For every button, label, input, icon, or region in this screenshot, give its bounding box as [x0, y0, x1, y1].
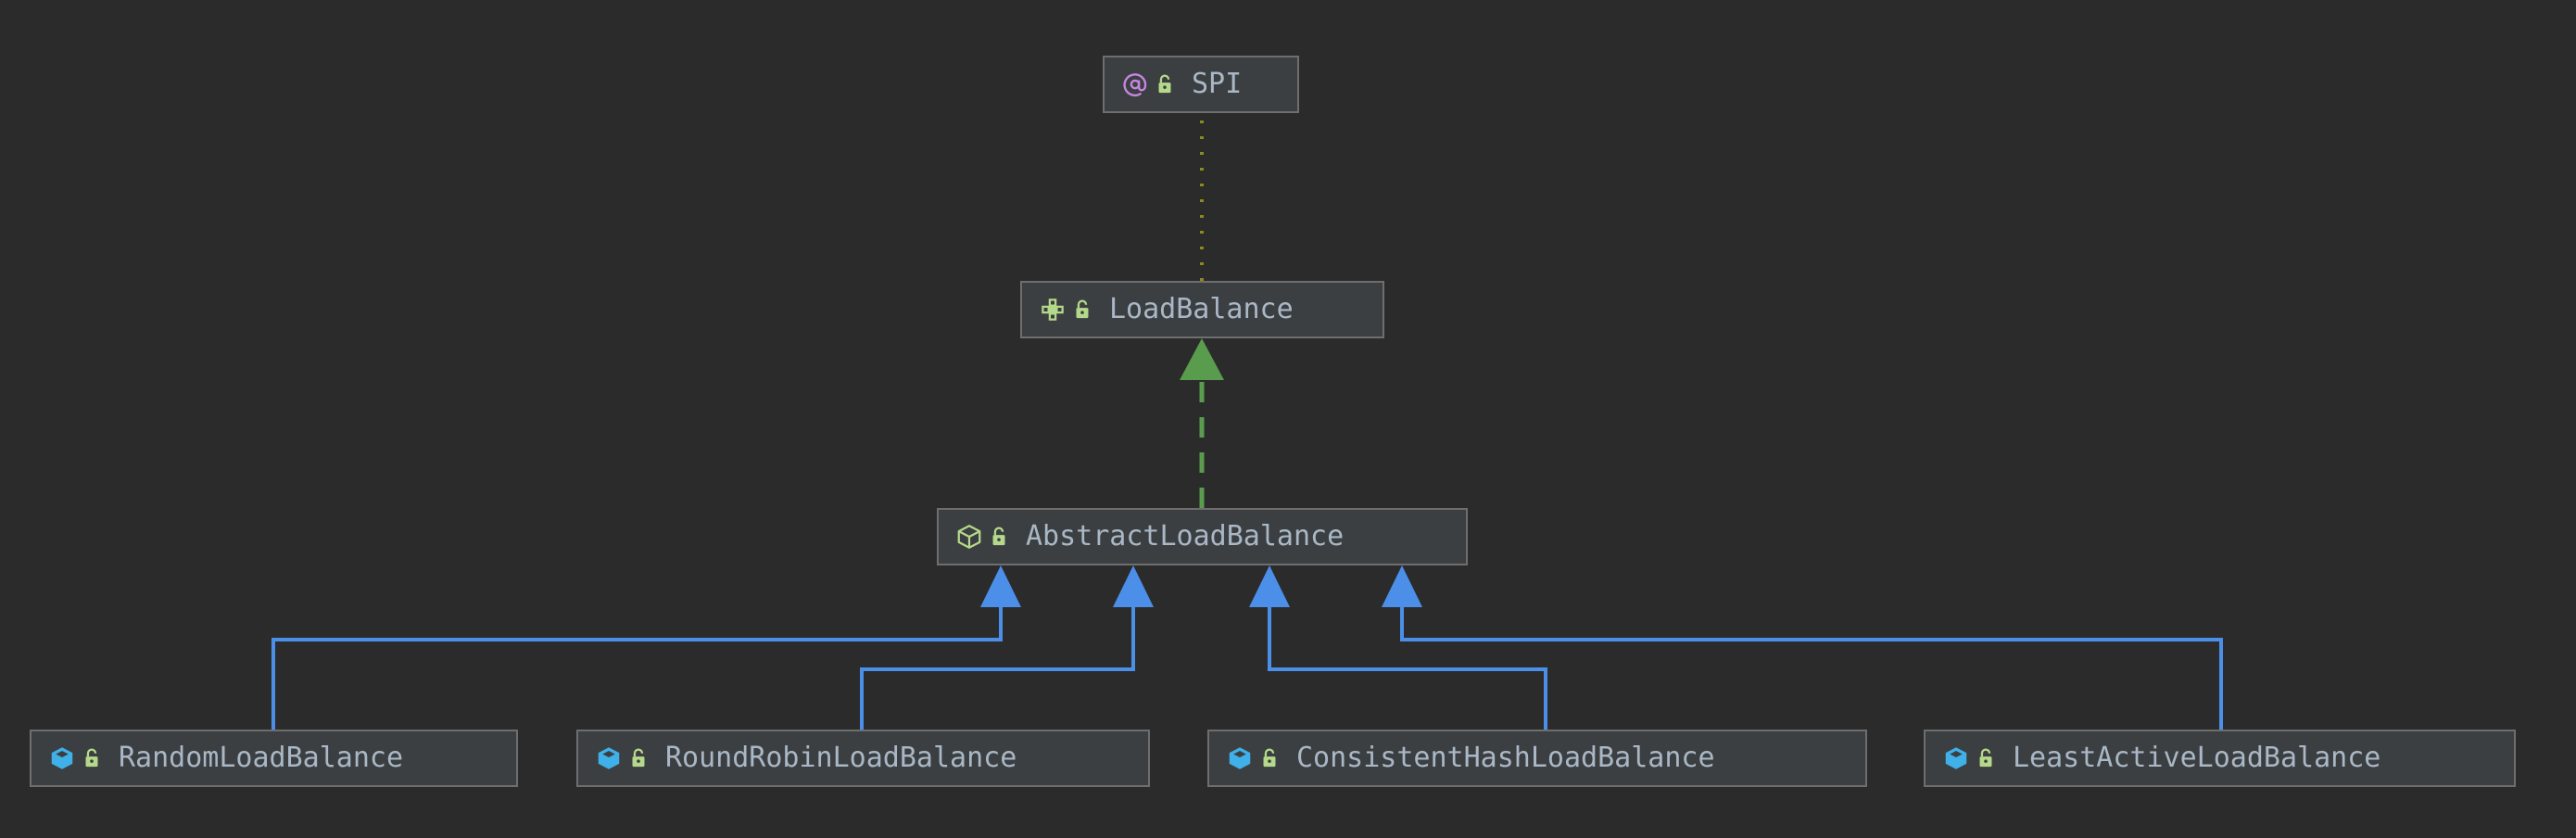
- lock-public-icon: [1976, 746, 1996, 770]
- node-loadbalance[interactable]: LoadBalance: [1020, 281, 1384, 338]
- edge-leastactive-to-abstract: [1400, 603, 2223, 730]
- annotation-at-icon: [1121, 70, 1149, 98]
- class-cube-icon: [1942, 744, 1970, 772]
- arrowhead-random-to-abstract: [980, 565, 1021, 607]
- node-consistenthashloadbalance[interactable]: ConsistentHashLoadBalance: [1207, 730, 1867, 787]
- node-label: ConsistentHashLoadBalance: [1296, 742, 1715, 774]
- abstract-class-cube-icon: [955, 523, 983, 551]
- interface-plug-icon: [1039, 296, 1067, 324]
- lock-public-icon: [82, 746, 102, 770]
- lock-public-icon: [1072, 298, 1092, 322]
- node-roundrobinloadbalance[interactable]: RoundRobinLoadBalance: [576, 730, 1150, 787]
- node-spi[interactable]: SPI: [1103, 56, 1299, 113]
- class-cube-icon: [595, 744, 623, 772]
- node-leastactiveloadbalance[interactable]: LeastActiveLoadBalance: [1924, 730, 2516, 787]
- node-label: SPI: [1192, 68, 1243, 100]
- edge-consistenthash-to-abstract: [1268, 603, 1547, 730]
- node-label: LeastActiveLoadBalance: [2013, 742, 2381, 774]
- class-cube-icon: [48, 744, 76, 772]
- node-randomloadbalance[interactable]: RandomLoadBalance: [30, 730, 518, 787]
- node-label: RoundRobinLoadBalance: [665, 742, 1017, 774]
- class-cube-icon: [1226, 744, 1254, 772]
- lock-public-icon: [1155, 72, 1175, 96]
- edge-roundrobin-to-abstract: [860, 603, 1135, 730]
- node-label: LoadBalance: [1109, 293, 1294, 325]
- lock-public-icon: [628, 746, 649, 770]
- arrowhead-roundrobin-to-abstract: [1113, 565, 1154, 607]
- node-abstractloadbalance[interactable]: AbstractLoadBalance: [937, 508, 1468, 565]
- edge-random-to-abstract: [271, 603, 1003, 730]
- arrowhead-abstract-to-loadbalance: [1180, 338, 1224, 380]
- node-label: RandomLoadBalance: [119, 742, 404, 774]
- arrowhead-consistenthash-to-abstract: [1249, 565, 1290, 607]
- lock-public-icon: [1259, 746, 1280, 770]
- arrowhead-leastactive-to-abstract: [1382, 565, 1422, 607]
- lock-public-icon: [989, 525, 1009, 549]
- node-label: AbstractLoadBalance: [1026, 520, 1345, 552]
